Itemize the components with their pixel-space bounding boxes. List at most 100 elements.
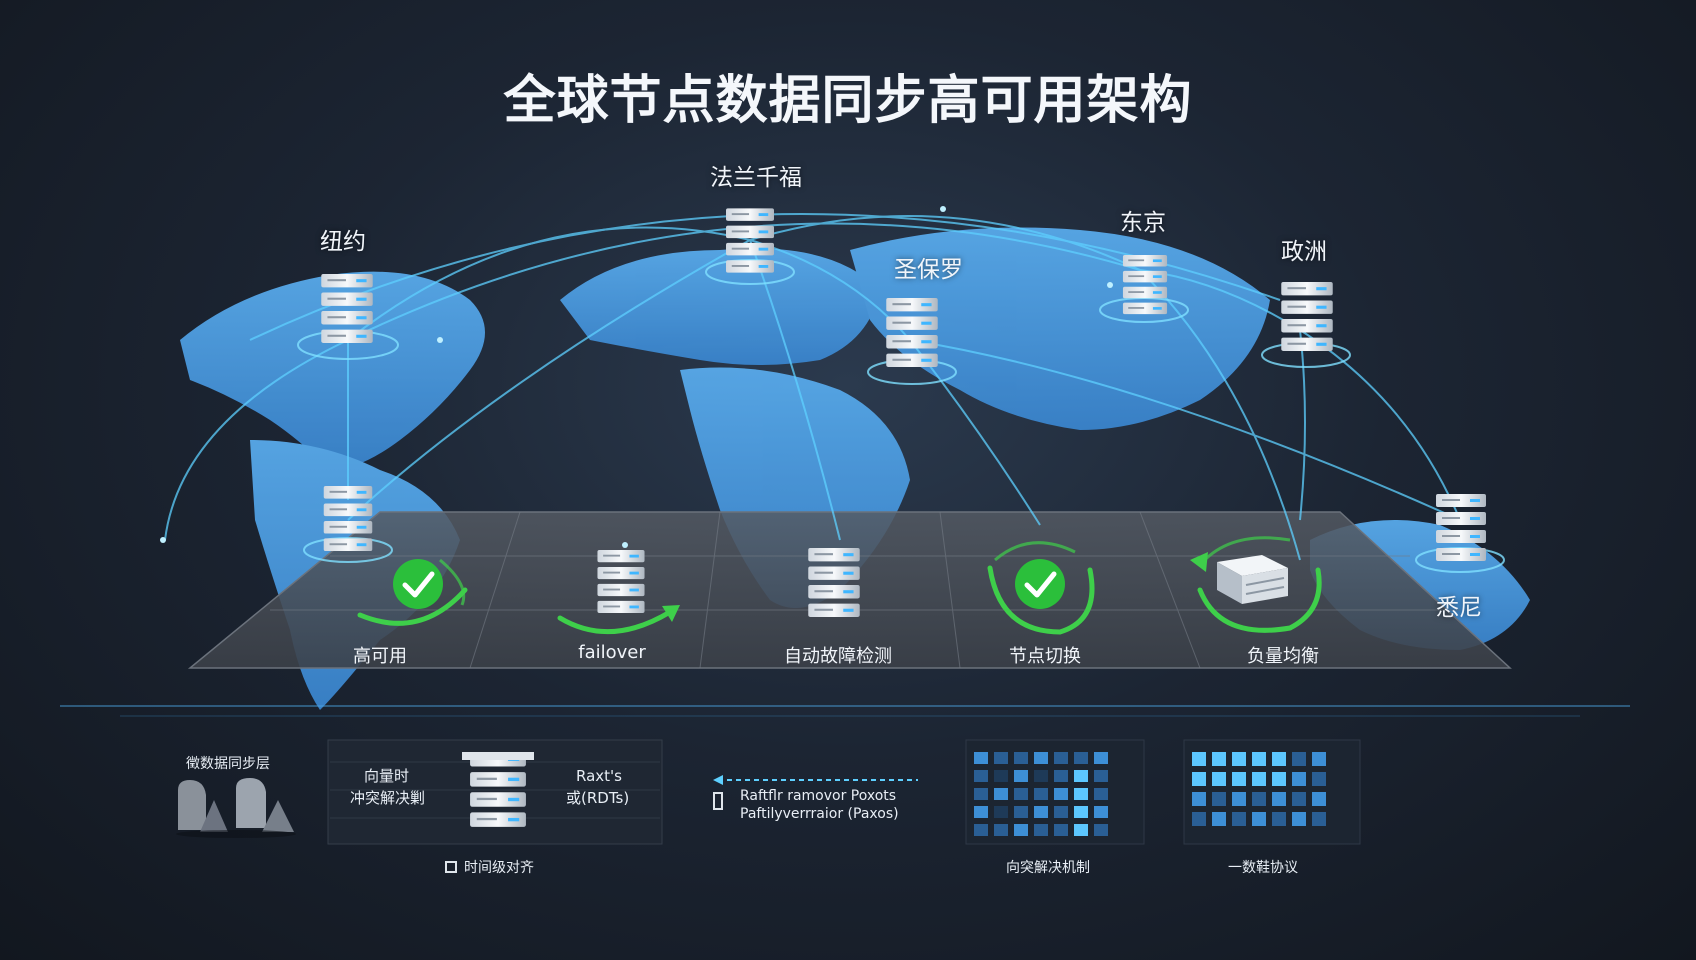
grid-cell <box>1074 752 1088 764</box>
grid-cell <box>1074 788 1088 800</box>
node-label-saopaulo: 圣保罗 <box>894 257 963 283</box>
ha-check-icon <box>357 558 468 626</box>
server-europe-icon <box>1281 282 1333 351</box>
grid-cell <box>1014 788 1028 800</box>
link-europe-balance <box>1299 329 1306 521</box>
grid-cell <box>1252 772 1266 786</box>
node-label-frankfurt: 法兰千福 <box>710 165 802 191</box>
server-top-plate <box>462 752 534 760</box>
grid-cell <box>1034 752 1048 764</box>
grid-cell <box>1054 752 1068 764</box>
grid-cell <box>974 752 988 764</box>
grid-cell <box>1014 752 1028 764</box>
feature-label-detect: 自动故障检测 <box>784 646 892 667</box>
grid-cell <box>1272 772 1286 786</box>
vector-clock-line2: 冲突解决剿 <box>350 789 426 807</box>
grid-cell <box>1312 812 1326 826</box>
grid-cell <box>1094 770 1108 782</box>
grid-cell <box>1252 812 1266 826</box>
page-title: 全球节点数据同步高可用架构 <box>503 71 1193 131</box>
grid-cell <box>1232 752 1246 766</box>
link-europe-sydney <box>1299 329 1461 521</box>
grid-cell <box>1212 792 1226 806</box>
feature-label-switch: 节点切换 <box>1009 646 1081 667</box>
grid-cell <box>1014 770 1028 782</box>
link-frankfurt-detect <box>749 239 841 541</box>
feature-label-ha: 高可用 <box>353 646 407 667</box>
consistency-grid <box>1192 752 1326 826</box>
grid-cell <box>994 752 1008 764</box>
switch-check-icon <box>987 541 1095 635</box>
grid-cell <box>1054 770 1068 782</box>
grid-cell <box>1212 812 1226 826</box>
grid-cell <box>1034 770 1048 782</box>
grid-cell <box>1074 770 1088 782</box>
grid-cell <box>1272 752 1286 766</box>
grid-cell <box>974 806 988 818</box>
grid-cell <box>994 806 1008 818</box>
grid-cell <box>1252 792 1266 806</box>
grid-cell <box>1212 752 1226 766</box>
grid-cell <box>1054 824 1068 836</box>
grid-cell <box>1292 792 1306 806</box>
grid-cell <box>1312 792 1326 806</box>
grid-cell <box>1034 824 1048 836</box>
vector-clock-line1: 向量时 <box>364 767 410 785</box>
grid-cell <box>1054 806 1068 818</box>
grid-cell <box>1312 772 1326 786</box>
consistency-caption: 一数鞋协议 <box>1228 860 1298 876</box>
time-align-label: 时间级对齐 <box>464 860 534 876</box>
grid-cell <box>1192 772 1206 786</box>
grid-cell <box>1074 824 1088 836</box>
grid-cell <box>1232 812 1246 826</box>
feature-label-balance: 负量均衡 <box>1247 646 1319 667</box>
crdt-line1: Raxt's <box>576 767 622 785</box>
grid-cell <box>1094 788 1108 800</box>
time-align-icon <box>445 861 457 873</box>
load-balancer-icon <box>1217 555 1288 604</box>
grid-cell <box>1232 792 1246 806</box>
grid-cell <box>1034 788 1048 800</box>
grid-cell <box>1272 812 1286 826</box>
conflict-caption: 向突解决机制 <box>1006 860 1090 876</box>
grid-cell <box>1232 772 1246 786</box>
feature-label-failover: failover <box>578 642 646 663</box>
node-label-newyork: 纽约 <box>320 229 366 255</box>
node-label-tokyo: 东京 <box>1120 210 1166 236</box>
protocol-arrow-icon <box>713 775 918 810</box>
protocol-line1: Raftflr ramovor Poxots <box>740 788 897 804</box>
grid-cell <box>1094 752 1108 764</box>
grid-cell <box>1292 772 1306 786</box>
node-label-sydney: 悉尼 <box>1436 595 1482 621</box>
grid-cell <box>1252 752 1266 766</box>
grid-cell <box>1312 752 1326 766</box>
grid-cell <box>1094 806 1108 818</box>
grid-cell <box>1192 752 1206 766</box>
grid-cell <box>1034 806 1048 818</box>
sync-layer-icon <box>176 778 296 838</box>
platform-grid <box>270 511 1460 669</box>
europe-shape <box>560 248 880 365</box>
grid-cell <box>1272 792 1286 806</box>
grid-cell <box>974 788 988 800</box>
grid-cell <box>1054 788 1068 800</box>
link-ny-arc-west <box>164 339 349 541</box>
failover-arrow-icon <box>557 605 680 635</box>
grid-cell <box>994 770 1008 782</box>
grid-cell <box>1094 824 1108 836</box>
grid-cell <box>1014 824 1028 836</box>
grid-cell <box>1192 792 1206 806</box>
grid-cell <box>1292 752 1306 766</box>
link-saopaulo-sydney <box>909 339 1461 521</box>
link-saopaulo-node-south <box>347 239 751 521</box>
grid-cell <box>1014 806 1028 818</box>
node-label-europe: 政洲 <box>1281 239 1327 265</box>
grid-cell <box>1212 772 1226 786</box>
grid-cell <box>1192 812 1206 826</box>
north-america-shape <box>180 271 485 470</box>
grid-cell <box>1074 806 1088 818</box>
conflict-grid <box>974 752 1108 836</box>
grid-cell <box>1292 812 1306 826</box>
grid-cell <box>974 824 988 836</box>
